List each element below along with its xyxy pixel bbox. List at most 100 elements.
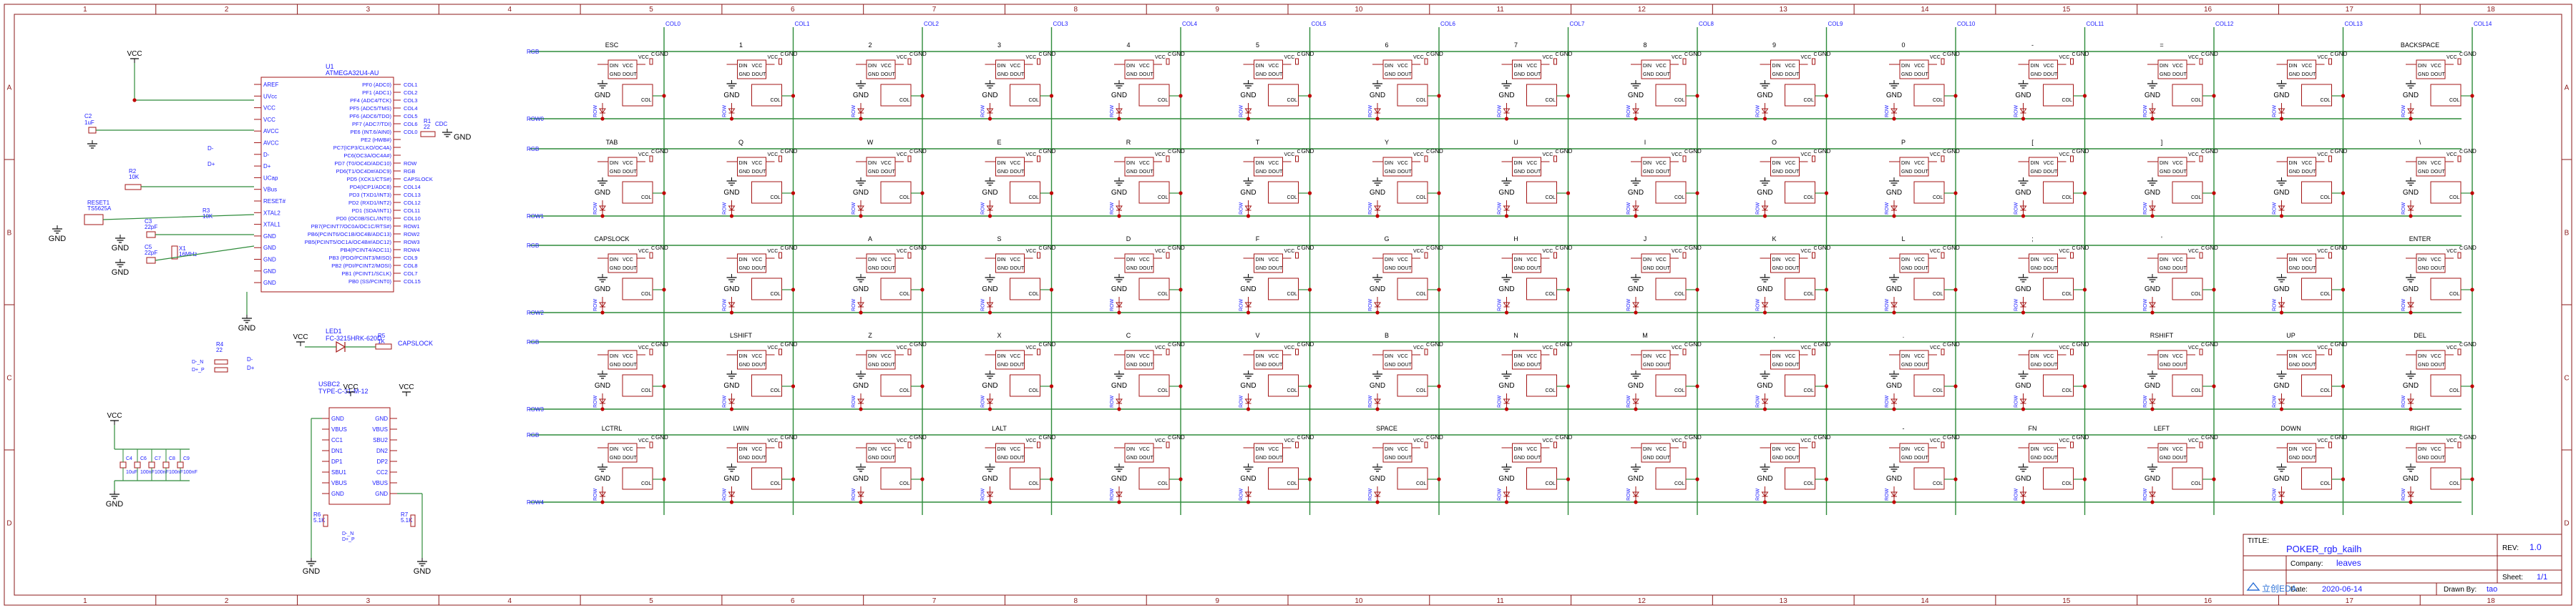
junction-dot (2409, 117, 2413, 121)
cap-tag: C (2201, 343, 2205, 348)
vcc-tag: VCC (897, 249, 907, 254)
pin-label: DIN (1256, 354, 1264, 359)
pin-label: VCC (1139, 447, 1150, 452)
junction-dot (2470, 191, 2474, 195)
pin-label: DIN (868, 447, 877, 452)
gnd-tag: GND (655, 148, 668, 155)
ground-symbol (1760, 464, 1770, 472)
junction-dot (2150, 310, 2155, 315)
row-tag: ROW (1110, 105, 1115, 118)
mcu-pin-label: UCap (263, 175, 278, 181)
pin-label: DOUT (1269, 72, 1284, 77)
pin-label: GND (2031, 456, 2042, 461)
pin-label: VCC (752, 354, 763, 359)
pin-label: DOUT (2044, 363, 2059, 368)
pin-label: DOUT (1010, 72, 1025, 77)
vcc-tag: VCC (768, 438, 779, 443)
key-label: 9 (1772, 41, 1776, 49)
cap-tag: C (2331, 149, 2334, 155)
cap-tag: C (781, 436, 784, 441)
pin-label: COL (1804, 388, 1815, 393)
vcc-tag: VCC (1284, 438, 1295, 443)
cap-tag: C (2459, 343, 2463, 348)
pin-label: DOUT (1010, 266, 1025, 271)
drawn-by-value: tao (2487, 585, 2497, 594)
pin-label: COL (1674, 388, 1685, 393)
rgb-led-chip (2157, 253, 2187, 273)
pin-label: DIN (2418, 161, 2426, 166)
net-label: CDC (435, 121, 448, 127)
diode (1890, 302, 1898, 308)
vcc-tag: VCC (2318, 249, 2328, 254)
decoupling-cap (649, 58, 653, 65)
pin-label: VCC (1785, 354, 1796, 359)
ground-symbol (1889, 274, 1899, 283)
mcu-pin-label: PF0 (ADC0) (362, 82, 391, 88)
decoupling-cap (907, 58, 912, 65)
rgb-led-chip (866, 253, 896, 273)
gnd-label: GND (1757, 475, 1772, 483)
rgb-led-chip (1124, 253, 1154, 273)
decoupling-cap (2199, 155, 2203, 162)
junction-dot (2150, 214, 2155, 218)
usb-pin-label: GND (375, 491, 388, 497)
diode (1503, 205, 1511, 211)
mcu-pin-label: PD2 (RXD1/INT2) (348, 200, 392, 206)
gnd-tag: GND (1560, 341, 1573, 348)
pin-label: GND (739, 456, 751, 461)
ground-symbol (1372, 371, 1382, 379)
key-switch (1397, 467, 1428, 490)
rgb-led-chip (1899, 350, 1929, 370)
frame-column-label: 16 (2204, 6, 2212, 14)
diode (599, 108, 606, 114)
pin-label: COL (1674, 98, 1685, 103)
pin-label: VCC (1656, 258, 1667, 263)
pin-label: COL (2449, 388, 2460, 393)
ground-symbol (856, 371, 866, 379)
ref-label: C6 (140, 456, 147, 461)
pin-label: DOUT (1269, 170, 1284, 175)
pin-label: COL (1804, 98, 1815, 103)
pin-label: COL (771, 195, 781, 200)
key-switch (2301, 181, 2332, 204)
pin-label: DOUT (1397, 456, 1413, 461)
mcu-net-label: CAPSLOCK (404, 176, 433, 182)
pin-label: VCC (2431, 64, 2441, 69)
ground-symbol (1760, 177, 1770, 186)
junction-dot (1504, 310, 1509, 315)
pin-label: GND (1126, 363, 1138, 368)
ground-symbol (1372, 80, 1382, 89)
junction-dot (2150, 407, 2155, 411)
pin-label: DOUT (1914, 456, 1929, 461)
cap-tag: C (1943, 436, 1946, 441)
row-tag: ROW (852, 105, 857, 118)
pin-label: COL (1674, 292, 1685, 297)
ground-symbol (856, 274, 866, 283)
rgb-led-chip (2416, 59, 2446, 79)
diode (2019, 491, 2027, 497)
company-label: Company: (2290, 560, 2323, 568)
pin-label: DOUT (2172, 363, 2187, 368)
pin-label: COL (641, 481, 652, 486)
mcu-pin-label: VCC (263, 117, 275, 123)
pin-label: GND (868, 363, 879, 368)
pin-label: DOUT (881, 456, 896, 461)
cap-tag: C (651, 149, 655, 155)
junction-dot (2279, 500, 2284, 504)
vcc-label: VCC (343, 383, 358, 391)
junction-dot (2341, 477, 2346, 481)
rgb-led-chip (866, 157, 896, 177)
cap-tag: C (1297, 149, 1301, 155)
value-label: 22 (424, 124, 430, 130)
row-tag: ROW (1368, 489, 1373, 501)
row-tag: ROW (1885, 396, 1890, 408)
gnd-tag: GND (2464, 148, 2477, 155)
key-label: RSHIFT (2150, 332, 2174, 339)
key-switch (1655, 278, 1687, 300)
key-label: - (1903, 425, 1905, 432)
